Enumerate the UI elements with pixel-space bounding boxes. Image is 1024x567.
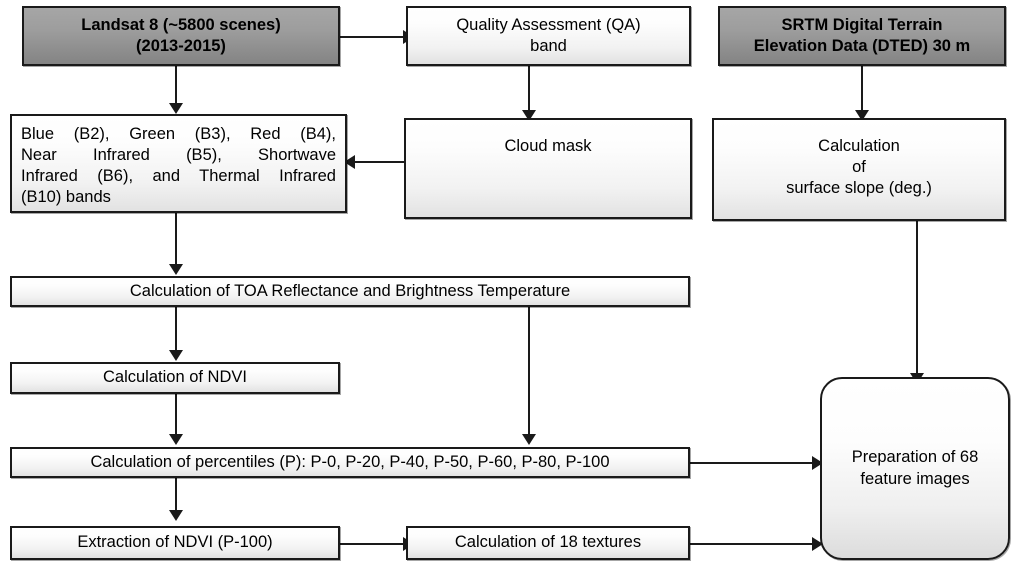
arrowhead-landsat-to-bands <box>169 103 183 114</box>
node-bands-list[interactable]: Blue (B2), Green (B3), Red (B4), Near In… <box>10 114 347 213</box>
node-textures[interactable]: Calculation of 18 textures <box>406 526 690 560</box>
node-slope-line2: of <box>852 158 866 177</box>
node-cloud-mask[interactable]: Cloud mask <box>404 118 692 219</box>
node-landsat-line1: Landsat 8 (~5800 scenes) <box>81 15 281 34</box>
edge-percentiles-to-ndviextract <box>175 478 177 514</box>
node-toa-reflectance[interactable]: Calculation of TOA Reflectance and Brigh… <box>10 276 690 307</box>
node-qa-line1: Quality Assessment (QA) <box>456 15 641 34</box>
edge-landsat-to-bands <box>175 66 177 110</box>
node-ndvi-line1: Calculation of NDVI <box>103 368 247 387</box>
node-slope-line1: Calculation <box>818 137 900 155</box>
edge-qa-to-cloudmask <box>528 66 530 118</box>
node-landsat-source[interactable]: Landsat 8 (~5800 scenes) (2013-2015) <box>22 6 340 66</box>
node-bands-line4: (B10) bands <box>21 188 111 207</box>
node-cloudmask-line1: Cloud mask <box>504 137 592 155</box>
arrowhead-bands-to-toa <box>169 264 183 275</box>
node-qa-line2: band <box>530 37 567 55</box>
node-features-line1: Preparation of 68 <box>851 448 979 467</box>
node-slope-line3: surface slope (deg.) <box>786 179 932 198</box>
node-toa-line1: Calculation of TOA Reflectance and Brigh… <box>129 281 571 300</box>
edge-toa-to-percentiles <box>528 306 530 438</box>
arrowhead-percentiles-to-ndviextract <box>169 510 183 521</box>
node-bands-line2: Near Infrared (B5), Shortwave <box>21 146 336 165</box>
node-bands-line1: Blue (B2), Green (B3), Red (B4), <box>21 125 336 143</box>
arrowhead-textures-to-features <box>812 537 823 551</box>
edge-landsat-to-qa <box>340 36 406 38</box>
edge-percentiles-to-features <box>690 462 820 464</box>
edge-slope-to-features <box>916 221 918 377</box>
edge-ndviextract-to-textures <box>340 543 406 545</box>
node-surface-slope[interactable]: Calculation of surface slope (deg.) <box>712 118 1006 221</box>
node-landsat-line2: (2013-2015) <box>136 37 226 55</box>
node-srtm-line2: Elevation Data (DTED) 30 m <box>753 37 971 55</box>
arrowhead-toa-to-percentiles <box>522 434 536 445</box>
node-srtm-source[interactable]: SRTM Digital Terrain Elevation Data (DTE… <box>718 6 1006 66</box>
arrowhead-ndvi-to-percentiles <box>169 434 183 445</box>
edge-cloudmask-to-bands <box>348 161 404 163</box>
arrowhead-qa-to-cloudmask <box>522 110 536 121</box>
arrowhead-toa-to-ndvi <box>169 350 183 361</box>
node-srtm-line1: SRTM Digital Terrain <box>781 15 943 34</box>
node-feature-images[interactable]: Preparation of 68 feature images <box>820 377 1010 560</box>
arrowhead-cloudmask-to-bands <box>344 155 355 169</box>
arrowhead-srtm-to-slope <box>855 110 869 121</box>
edge-srtm-to-slope <box>861 66 863 118</box>
edge-textures-to-features <box>690 543 820 545</box>
node-percentiles-line1: Calculation of percentiles (P): P-0, P-2… <box>90 452 610 471</box>
edge-ndvi-to-percentiles <box>175 394 177 439</box>
node-features-line2: feature images <box>860 469 970 488</box>
edge-toa-to-ndvi <box>175 306 177 354</box>
node-calculation-ndvi[interactable]: Calculation of NDVI <box>10 362 340 394</box>
node-ndvi-extraction[interactable]: Extraction of NDVI (P-100) <box>10 526 340 560</box>
edge-bands-to-toa <box>175 213 177 268</box>
node-textures-line1: Calculation of 18 textures <box>454 533 642 552</box>
arrowhead-percentiles-to-features <box>812 456 823 470</box>
node-qa-band[interactable]: Quality Assessment (QA) band <box>406 6 691 66</box>
node-bands-line3: Infrared (B6), and Thermal Infrared <box>21 167 336 186</box>
node-ndviextract-line1: Extraction of NDVI (P-100) <box>77 533 273 552</box>
node-percentiles[interactable]: Calculation of percentiles (P): P-0, P-2… <box>10 447 690 478</box>
